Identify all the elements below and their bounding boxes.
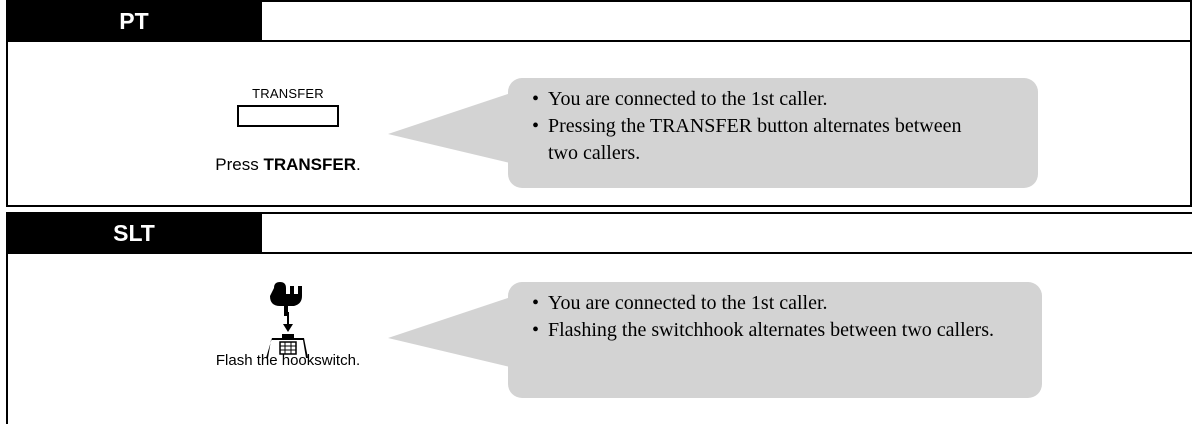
slt-note-bullet: You are connected to the 1st caller. <box>532 290 1022 317</box>
hookswitch-flash-icon <box>266 282 308 358</box>
pt-bubble-pointer <box>388 92 514 164</box>
slt-header-rule <box>262 252 1192 254</box>
pt-step: TRANSFER Press TRANSFER. <box>158 86 418 175</box>
slt-step: Flash the hookswitch. <box>158 282 418 369</box>
pt-note-bullet: Pressing the TRANSFER button alternates … <box>532 113 968 167</box>
pt-section: PT TRANSFER Press TRANSFER. You are conn… <box>6 0 1192 207</box>
pt-note-bubble: You are connected to the 1st caller. Pre… <box>508 78 1038 188</box>
pt-note-bullet: You are connected to the 1st caller. <box>532 86 1018 113</box>
slt-note-bubble: You are connected to the 1st caller. Fla… <box>508 282 1042 398</box>
slt-bubble-pointer <box>388 296 514 368</box>
slt-note-bullet: Flashing the switchhook alternates betwe… <box>532 317 1028 344</box>
pt-header: PT <box>6 0 262 42</box>
transfer-button-caption: TRANSFER <box>252 86 324 101</box>
pt-instruction-prefix: Press <box>215 155 264 174</box>
pt-header-rule <box>262 40 1192 42</box>
pt-instruction-suffix: . <box>356 155 361 174</box>
pt-instruction-key: TRANSFER <box>263 155 356 174</box>
slt-header: SLT <box>6 212 262 254</box>
pt-instruction: Press TRANSFER. <box>158 155 418 175</box>
slt-section: SLT Flash the hookswitch. You are connec… <box>6 212 1192 424</box>
transfer-button-icon <box>237 105 339 127</box>
slt-instruction: Flash the hookswitch. <box>215 352 361 369</box>
